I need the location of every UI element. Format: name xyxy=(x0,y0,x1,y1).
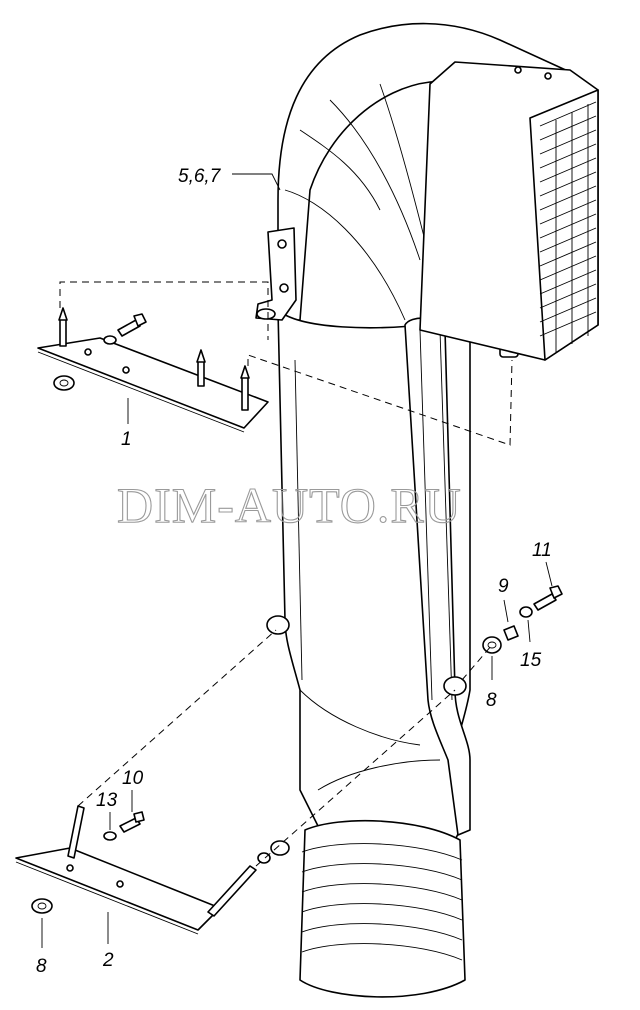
boot-ring-4 xyxy=(301,903,463,921)
bracket-1-stud-b xyxy=(196,349,206,387)
bolt-10-head xyxy=(133,811,145,823)
bracket-1-hole-a xyxy=(84,348,92,356)
assembly-line-bracket2-rod xyxy=(77,629,277,807)
assembly-lines xyxy=(59,281,513,867)
callout-5-6-7: 5,6,7 xyxy=(178,166,222,187)
bracket-2-plate xyxy=(15,847,221,931)
watermark: DIM-AUTO.RU xyxy=(117,477,462,533)
duct-upper-bracket xyxy=(255,227,297,321)
washer-13 xyxy=(103,831,117,841)
leader-9 xyxy=(503,599,509,623)
callout-15: 15 xyxy=(520,650,542,671)
bracket-1-washer xyxy=(103,335,117,345)
rod-grommet-b xyxy=(270,840,290,856)
bracket-bolt-bottom xyxy=(279,283,289,293)
callout-1: 1 xyxy=(121,429,132,450)
boot-ring-5 xyxy=(301,923,463,941)
bolt-11 xyxy=(533,593,557,611)
corrugated-boot xyxy=(299,819,466,998)
bracket-bolt-top xyxy=(277,239,287,249)
assembly-line-bracket1-top xyxy=(59,281,269,340)
body-line-1 xyxy=(294,359,303,681)
bracket-2-hole-b xyxy=(116,880,124,888)
grommet-8-right-inner xyxy=(487,641,497,649)
rib-line-2 xyxy=(439,329,453,701)
rod-washer-a xyxy=(257,852,271,864)
callout-9: 9 xyxy=(498,576,509,597)
bracket-2-rod-right xyxy=(207,865,257,917)
bracket-2 xyxy=(15,805,290,935)
duct-elbow xyxy=(277,22,571,321)
air-intake-duct xyxy=(255,22,571,841)
callout-2: 2 xyxy=(102,950,114,971)
bracket-2-edge xyxy=(15,861,199,935)
washer-15 xyxy=(519,606,533,618)
right-fastener-set xyxy=(482,585,563,654)
leader-15 xyxy=(527,619,531,643)
elbow-shade-5 xyxy=(284,189,406,321)
assembly-line-bracket2-boot xyxy=(255,689,456,867)
callout-8-right: 8 xyxy=(486,690,497,711)
elbow-shade-2 xyxy=(329,99,421,261)
boot-ring-1 xyxy=(301,843,463,861)
bracket-1-stud-c xyxy=(240,365,250,411)
callout-labels: 5,6,7 1 2 8 8 9 10 11 13 15 xyxy=(36,166,552,977)
bracket-2-hole-a xyxy=(66,864,74,872)
bracket-1-edge xyxy=(37,351,245,433)
bracket-1-bolt xyxy=(117,319,141,337)
bracket-2-grommet xyxy=(31,898,53,914)
callout-8-left: 8 xyxy=(36,956,47,977)
bracket-1-bolt-head xyxy=(133,313,147,327)
callout-13: 13 xyxy=(96,790,118,811)
leader-11 xyxy=(545,561,553,587)
body-line-3 xyxy=(317,759,441,791)
filter-top-screw-2 xyxy=(544,72,552,80)
filter-housing-side xyxy=(529,89,599,361)
boot-outline xyxy=(299,819,466,998)
body-line-2 xyxy=(299,689,421,746)
body-mount-hole-right xyxy=(443,676,467,696)
callout-11: 11 xyxy=(532,540,552,561)
bracket-foot-hole xyxy=(256,308,276,320)
assembly-line-right-fasteners xyxy=(461,644,493,681)
filter-top-screw-1 xyxy=(514,66,522,74)
bracket-1-stud-a xyxy=(58,307,68,347)
elbow-shade-1 xyxy=(299,129,381,211)
bolt-10 xyxy=(119,817,141,833)
boot-ring-2 xyxy=(301,863,463,881)
bracket-1-hole-b xyxy=(122,366,130,374)
bracket-1-grommet xyxy=(53,375,75,391)
bolt-11-head xyxy=(549,585,563,599)
body-mount-hole-left xyxy=(266,615,290,635)
filter-grille xyxy=(539,101,597,352)
rib-line-1 xyxy=(419,329,433,701)
boot-ring-3 xyxy=(301,883,463,901)
assembly-line-bracket1-right xyxy=(247,354,513,446)
bracket-1-grommet-inner xyxy=(59,379,69,387)
air-filter-box xyxy=(419,61,599,361)
bracket-2-grommet-inner xyxy=(37,902,47,910)
bracket-1 xyxy=(37,307,269,433)
spacer-9 xyxy=(503,625,519,641)
leader-lines xyxy=(41,173,553,948)
bracket-1-plate xyxy=(37,337,269,429)
grommet-8-right xyxy=(482,636,502,654)
boot-ring-6 xyxy=(301,943,463,961)
bracket-2-rod xyxy=(67,805,85,859)
callout-10: 10 xyxy=(122,768,144,789)
leader-567 xyxy=(232,173,281,191)
